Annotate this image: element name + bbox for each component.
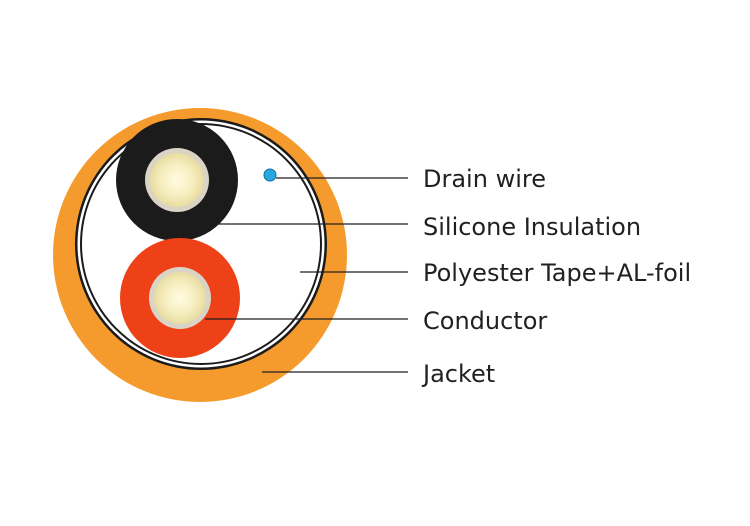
label-polyester-tape: Polyester Tape+AL-foil (423, 259, 691, 287)
black-conductor (150, 153, 204, 207)
label-conductor: Conductor (423, 307, 547, 335)
label-drain-wire: Drain wire (423, 165, 546, 193)
red-conductor (154, 272, 206, 324)
drain-wire-dot (263, 168, 277, 182)
label-jacket: Jacket (421, 360, 495, 388)
label-silicone-insulation: Silicone Insulation (423, 213, 641, 241)
